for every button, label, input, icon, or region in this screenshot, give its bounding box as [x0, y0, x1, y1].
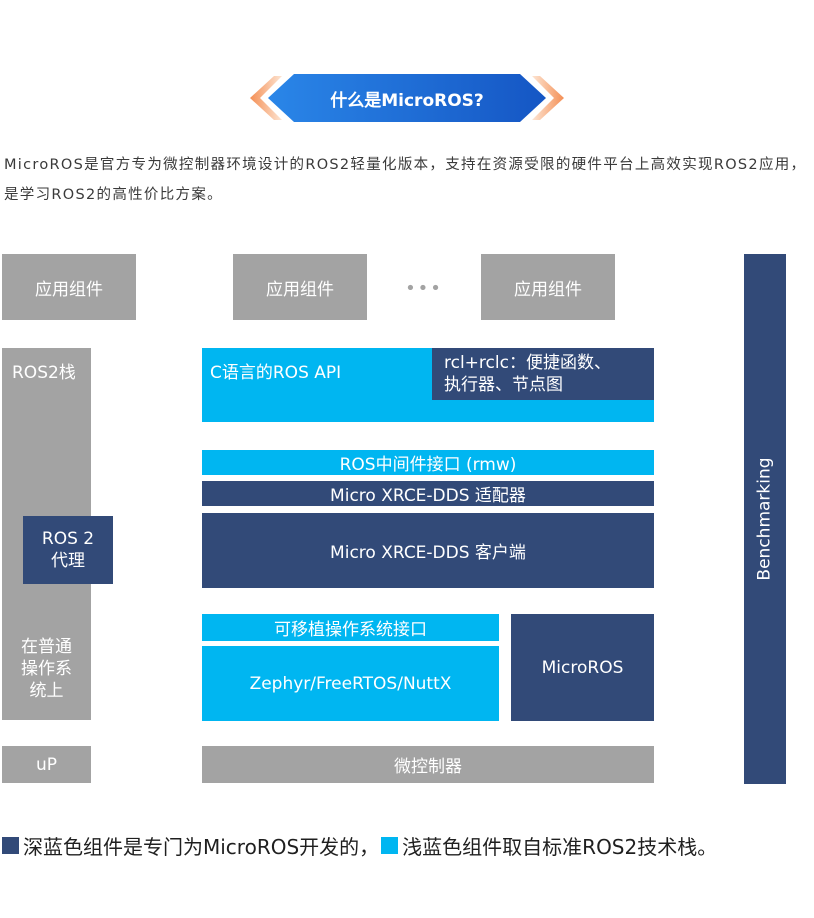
banner-body [268, 74, 546, 122]
ros2-agent-box: ROS 2 代理 [23, 516, 113, 584]
dark-blue-swatch [2, 836, 19, 854]
benchmarking-column [744, 254, 786, 784]
ros2-stack-label: ROS2栈 [12, 363, 76, 383]
xrce-client-box: Micro XRCE-DDS 客户端 [202, 513, 654, 588]
portable-os-interface-box: 可移植操作系统接口 [202, 614, 499, 641]
microcontroller-box: 微控制器 [202, 746, 654, 783]
banner-left-arrow [250, 76, 282, 120]
light-blue-swatch [381, 836, 399, 854]
title-banner [250, 74, 564, 122]
regular-os-label: 在普通 操作系 统上 [21, 637, 72, 701]
app-component-box-2: 应用组件 [233, 254, 367, 320]
intro-paragraph: MicroROS是官方专为微控制器环境设计的ROS2轻量化版本，支持在资源受限的… [4, 157, 807, 203]
xrce-adapter-box: Micro XRCE-DDS 适配器 [202, 481, 654, 506]
legend: 深蓝色组件是专门为MicroROS开发的， 浅蓝色组件取自标准ROS2技术栈。 [2, 830, 814, 860]
app-component-box-3: 应用组件 [481, 254, 615, 320]
rmw-box: ROS中间件接口 (rmw) [202, 450, 654, 475]
benchmarking-label: Benchmarking [755, 457, 775, 581]
legend-dark-text: 深蓝色组件是专门为MicroROS开发的， [23, 834, 380, 859]
c-api-label: C语言的ROS API [210, 363, 342, 383]
rtos-box: Zephyr/FreeRTOS/NuttX [202, 646, 499, 721]
app-component-box-1: 应用组件 [2, 254, 136, 320]
page-title: 什么是MicroROS? [330, 90, 484, 111]
rclc-box: rcl+rclc：便捷函数、 执行器、节点图 [432, 348, 654, 400]
ellipsis-dots: ••• [405, 277, 443, 299]
legend-light-text: 浅蓝色组件取自标准ROS2技术栈。 [402, 834, 718, 859]
up-box: uP [2, 746, 91, 783]
microros-box: MicroROS [511, 614, 654, 721]
banner-right-arrow [532, 76, 564, 120]
